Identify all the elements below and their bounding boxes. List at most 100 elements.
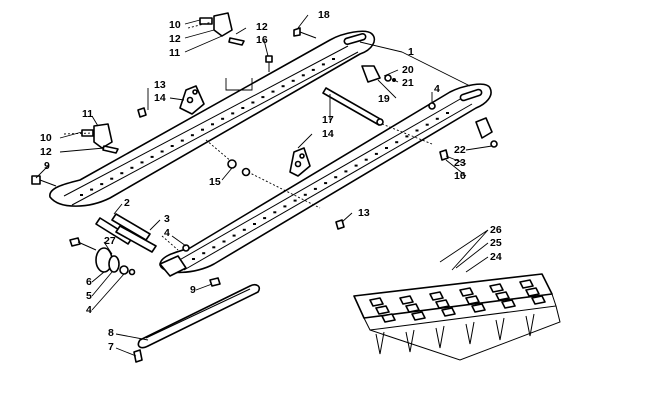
- callout-12: 12: [169, 33, 181, 45]
- rail-hole: [395, 141, 399, 144]
- idler-wheel-group: [69, 237, 221, 287]
- rear-bracket-top: [187, 12, 245, 46]
- callout-9: 9: [190, 284, 196, 296]
- nut-3-4: [182, 244, 190, 252]
- bolt-13-lower: [335, 219, 345, 230]
- bolt-13-upper: [137, 107, 147, 118]
- rail-hole: [435, 117, 439, 120]
- rail-hole: [374, 152, 378, 155]
- rail-hole: [170, 145, 174, 147]
- track-lug: [489, 283, 504, 293]
- rail-hole: [385, 147, 388, 149]
- callout-18: 18: [318, 9, 330, 21]
- rail-hole: [201, 128, 204, 131]
- track-cleat: [375, 331, 385, 355]
- callout-10: 10: [40, 132, 52, 144]
- rail-hole: [354, 164, 358, 167]
- rail-hole: [311, 68, 315, 71]
- track-lug: [375, 305, 390, 315]
- rail-hole: [332, 58, 335, 60]
- rail-hole: [293, 199, 297, 202]
- rail-hole: [212, 246, 216, 249]
- callout-11: 11: [82, 108, 93, 120]
- callout-4: 4: [164, 227, 170, 239]
- rail-hole: [241, 107, 245, 109]
- track-cleat: [525, 313, 535, 337]
- callout-25: 25: [490, 237, 502, 249]
- rail-hole: [291, 79, 295, 82]
- rail-hole: [160, 150, 164, 153]
- track-lug: [519, 279, 534, 289]
- track-cleat: [465, 321, 475, 345]
- callout-22: 22: [454, 144, 466, 156]
- rail-hole: [303, 193, 307, 196]
- rail-hole: [120, 172, 124, 175]
- rail-hole: [222, 240, 226, 243]
- rail-hole: [261, 96, 265, 99]
- rail-hole: [334, 176, 338, 179]
- rail-hole: [100, 183, 104, 186]
- callout-27: 27: [104, 235, 116, 247]
- rail-hole: [321, 63, 325, 66]
- rail-hole: [273, 211, 277, 214]
- callout-20: 20: [402, 64, 414, 76]
- callout-19: 19: [378, 93, 390, 105]
- callout-21: 21: [402, 77, 414, 89]
- rail-hole: [263, 217, 267, 220]
- track-lug: [405, 303, 420, 313]
- callout-16: 16: [256, 34, 268, 46]
- callout-5: 5: [86, 290, 92, 302]
- rail-hole: [192, 258, 195, 260]
- bolt-16-upper: [265, 55, 273, 72]
- rail-hole: [150, 155, 154, 158]
- rail-hole: [283, 205, 287, 208]
- cross-shaft-2: [95, 213, 157, 253]
- track-lug: [399, 295, 414, 305]
- cross-shaft-17: [322, 87, 384, 126]
- track-lug: [435, 299, 450, 309]
- bolt-18: [293, 27, 317, 39]
- track-lug: [381, 313, 396, 323]
- rail-hole: [242, 228, 246, 231]
- rail-hole: [253, 223, 256, 225]
- track-lugs: [369, 279, 546, 355]
- track-cleat: [435, 325, 445, 349]
- rail-hole: [211, 123, 214, 126]
- stopper-19: [361, 65, 396, 83]
- callout-3: 3: [164, 213, 170, 225]
- track-lug: [411, 311, 426, 321]
- rail-hole: [80, 194, 83, 196]
- callout-8: 8: [108, 327, 114, 339]
- track-lug: [369, 297, 384, 307]
- callout-14: 14: [322, 128, 334, 140]
- callout-labels: 10 12 11 12 16 18 1 20 21 19 4 13 14 11 …: [40, 9, 502, 353]
- track-lug: [429, 291, 444, 301]
- callout-11: 11: [169, 47, 180, 59]
- rail-hole: [190, 134, 194, 137]
- track-lug: [471, 303, 486, 313]
- rail-hole: [405, 135, 409, 138]
- rail-hole: [140, 161, 144, 164]
- track-cleat: [405, 329, 415, 353]
- front-bracket-left: [63, 123, 119, 154]
- rail-hole: [415, 129, 419, 132]
- callout-4: 4: [86, 304, 92, 316]
- callout-4: 4: [434, 83, 440, 95]
- leader-lines: [35, 14, 493, 357]
- rail-hole: [180, 139, 184, 142]
- callout-23: 23: [454, 157, 466, 169]
- nut-4-upper: [428, 102, 436, 110]
- callout-13: 13: [154, 79, 166, 91]
- lower-slide-rail: [159, 83, 492, 274]
- rail-hole: [425, 123, 429, 126]
- callout-12: 12: [40, 146, 52, 158]
- callout-17: 17: [322, 114, 334, 126]
- callout-10: 10: [169, 19, 181, 31]
- wear-strip: [133, 284, 261, 363]
- rail-hole: [251, 101, 255, 104]
- rail-hole: [364, 158, 368, 161]
- callout-14: 14: [154, 92, 166, 104]
- rail-hole: [281, 85, 285, 88]
- rail-hole: [324, 182, 328, 185]
